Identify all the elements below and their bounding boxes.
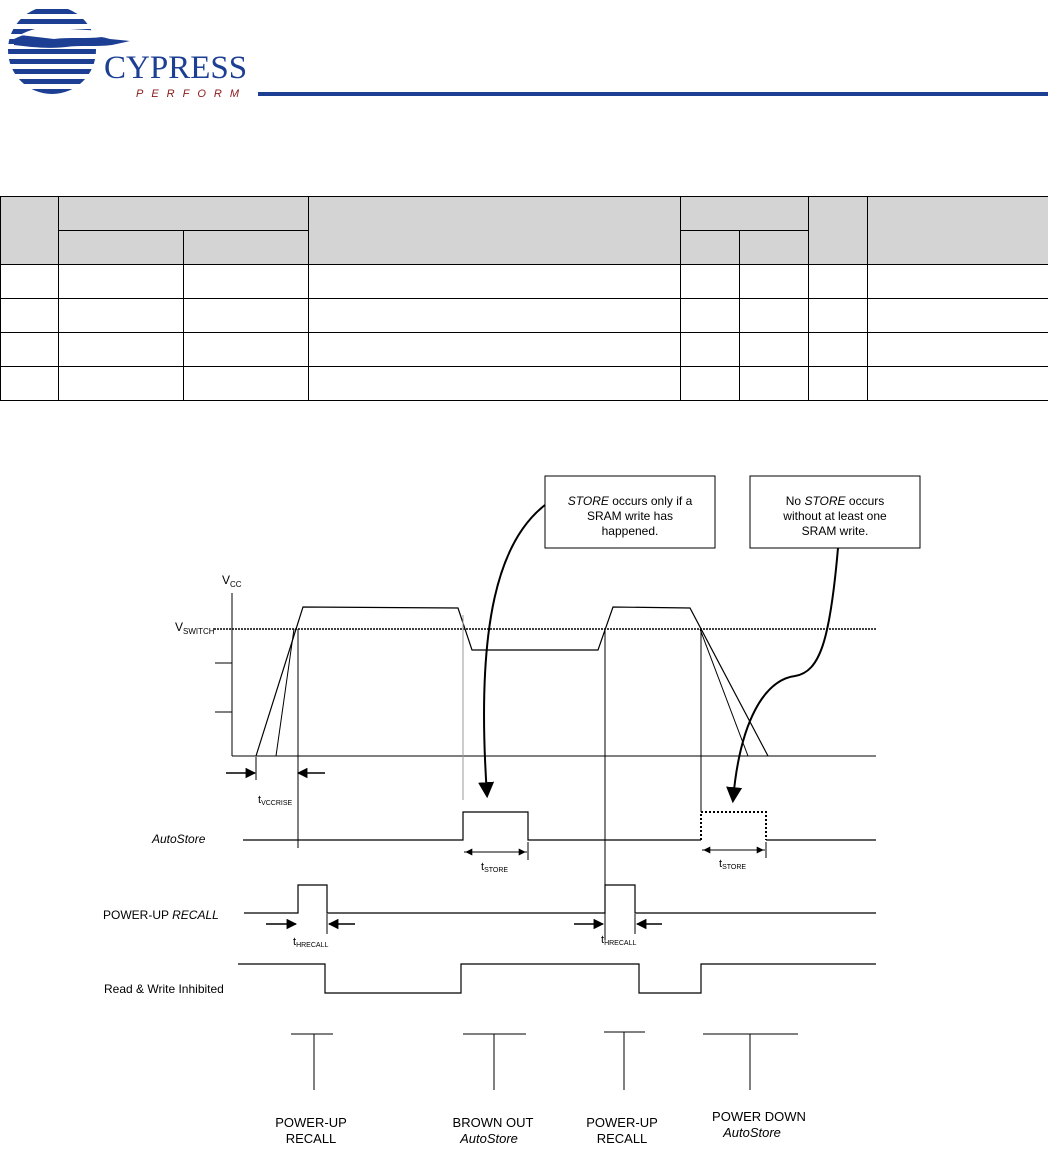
table-header-cell <box>308 196 681 265</box>
callout-no-store: No STORE occurs without at least one SRA… <box>749 475 921 549</box>
t-vccrise-indicator: tVCCRISE <box>226 757 325 807</box>
vcc-waveform <box>255 606 769 757</box>
spec-table <box>0 196 1048 401</box>
t-store-indicator: tSTORE <box>702 842 767 871</box>
table-header-cell <box>183 230 309 265</box>
svg-text:POWER-UP: POWER-UP <box>275 1115 347 1130</box>
event-caption: POWER DOWN AutoStore <box>712 1109 806 1140</box>
logo-wordmark: CYPRESS <box>104 50 248 86</box>
event-marker-brown-out <box>463 1033 526 1090</box>
table-row <box>0 366 1048 401</box>
svg-text:BROWN OUT: BROWN OUT <box>453 1115 534 1130</box>
svg-text:SRAM write has: SRAM write has <box>587 509 673 523</box>
power-up-recall-label: POWER-UP RECALL <box>103 908 219 922</box>
svg-text:tHRECALL: tHRECALL <box>293 936 328 949</box>
svg-text:No STORE occurs: No STORE occurs <box>786 494 885 508</box>
header-rule <box>258 92 1048 96</box>
logo-tagline: PERFORM <box>136 88 247 100</box>
read-write-inhibited-waveform <box>238 963 876 994</box>
svg-text:tHRECALL: tHRECALL <box>601 934 636 947</box>
table-row <box>0 298 1048 333</box>
autostore-label: AutoStore <box>151 832 206 846</box>
table-header-cell <box>867 196 1048 265</box>
table-header-cell <box>58 230 184 265</box>
table-header-cell <box>58 196 309 231</box>
event-caption: BROWN OUT AutoStore <box>453 1115 534 1146</box>
svg-text:POWER-UP: POWER-UP <box>586 1115 658 1130</box>
svg-text:RECALL: RECALL <box>286 1131 337 1146</box>
read-write-inhibited-label: Read & Write Inhibited <box>104 982 224 996</box>
table-header-cell <box>0 196 59 265</box>
vswitch-label: VSWITCH <box>175 620 215 636</box>
t-hrecall-indicator: tHRECALL <box>574 914 662 947</box>
table-row <box>0 264 1048 299</box>
table-header-cell <box>680 230 740 265</box>
cypress-tree-icon <box>8 6 130 94</box>
svg-text:tVCCRISE: tVCCRISE <box>258 794 293 807</box>
power-up-recall-waveform <box>244 884 876 914</box>
svg-text:tSTORE: tSTORE <box>719 858 746 871</box>
event-marker-power-up-recall <box>291 1033 333 1090</box>
cypress-logo: CYPRESS PERFORM <box>0 0 260 110</box>
t-hrecall-indicator: tHRECALL <box>266 914 355 949</box>
svg-text:POWER DOWN: POWER DOWN <box>712 1109 806 1124</box>
table-header-cell <box>680 196 809 231</box>
svg-text:tSTORE: tSTORE <box>481 861 508 874</box>
event-caption: POWER-UP RECALL <box>275 1115 347 1146</box>
vcc-label: VCC <box>222 573 242 589</box>
event-marker-power-up-recall-2 <box>604 1031 645 1090</box>
callout-2-pointer <box>726 547 839 804</box>
callout-store-occurs: STORE occurs only if a SRAM write has ha… <box>544 475 716 549</box>
event-caption: POWER-UP RECALL <box>586 1115 658 1146</box>
timing-diagram: STORE occurs only if a SRAM write has ha… <box>103 475 921 1146</box>
vcc-ramp-secondary <box>275 628 295 757</box>
autostore-conditional-pulse <box>700 811 767 840</box>
vcc-powerdown-secondary <box>699 628 749 757</box>
callout-1-pointer <box>478 504 546 799</box>
svg-text:AutoStore: AutoStore <box>459 1131 518 1146</box>
vcc-axes <box>215 593 876 757</box>
table-row <box>0 332 1048 367</box>
svg-text:SRAM write.: SRAM write. <box>802 524 869 538</box>
event-marker-power-down <box>703 1033 798 1090</box>
svg-text:STORE occurs only if a: STORE occurs only if a <box>568 494 693 508</box>
svg-text:happened.: happened. <box>602 524 659 538</box>
t-store-indicator: tSTORE <box>464 842 529 874</box>
autostore-waveform <box>243 811 701 841</box>
svg-text:without at least one: without at least one <box>782 509 887 523</box>
svg-text:RECALL: RECALL <box>597 1131 648 1146</box>
svg-text:AutoStore: AutoStore <box>722 1125 781 1140</box>
table-header-cell <box>808 196 868 265</box>
table-header-row <box>0 196 1048 265</box>
table-header-cell <box>739 230 809 265</box>
